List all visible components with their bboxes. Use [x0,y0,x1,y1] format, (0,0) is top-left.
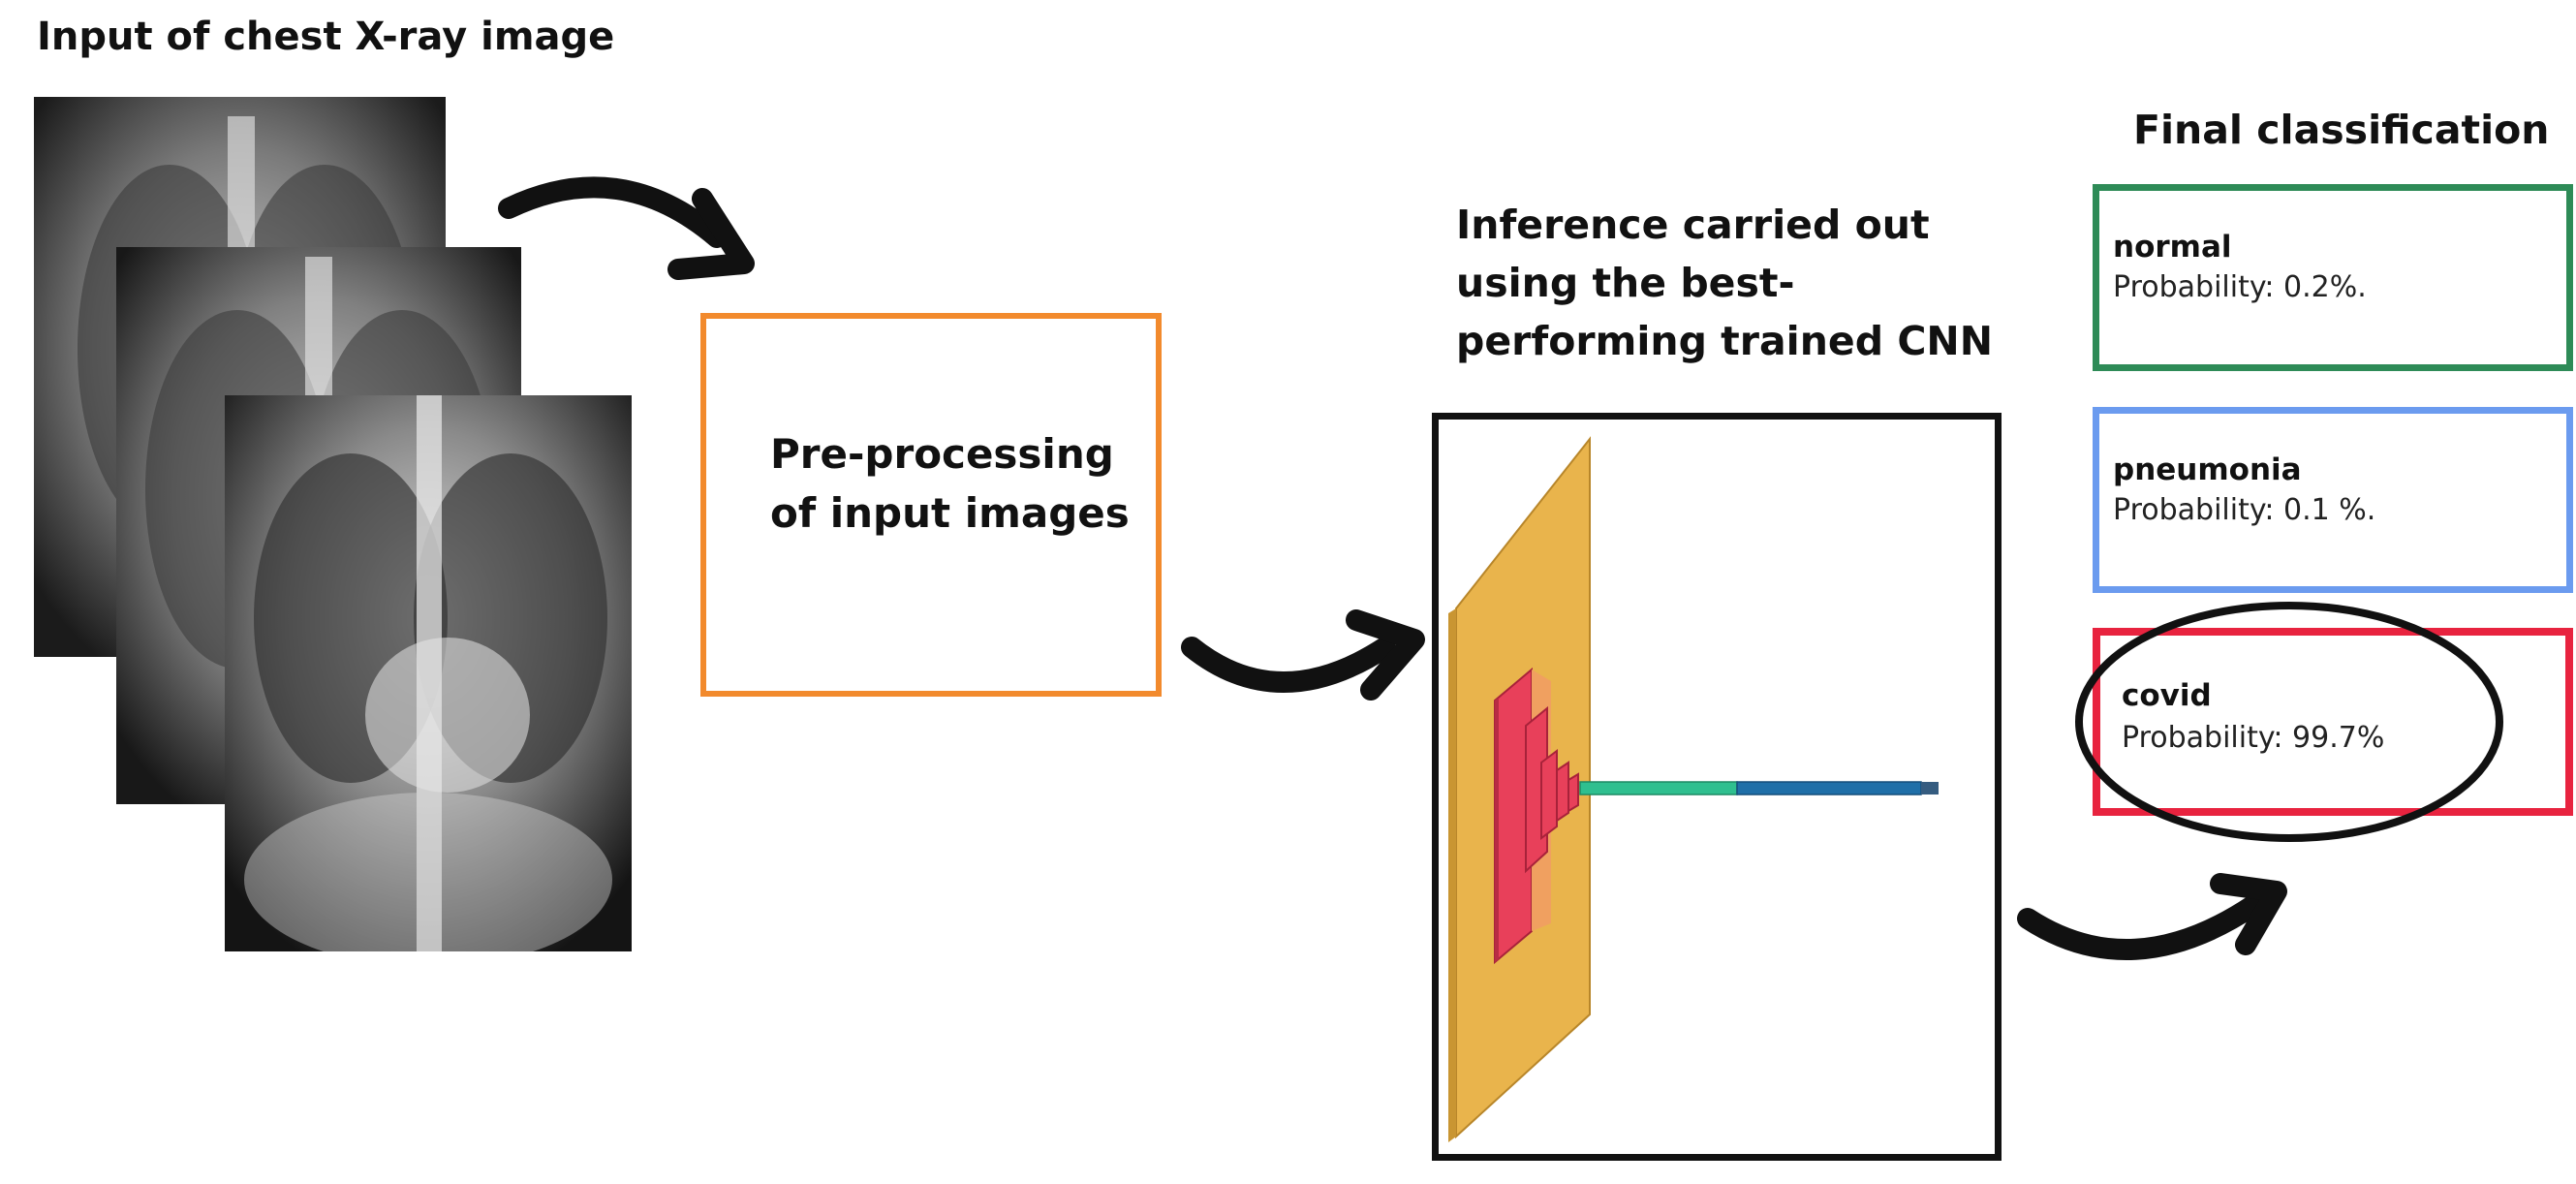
cnn-title-line3: performing trained CNN [1456,318,1994,364]
curved-arrow-head-icon [667,188,755,280]
cnn-output-layer [1921,782,1939,795]
class-covid-probability: Probability: 99.7% [2122,721,2385,755]
curved-arrow-icon [498,176,728,248]
cnn-box [1432,413,2002,1161]
cnn-architecture-diagram [1448,436,1939,1142]
class-normal-probability: Probability: 0.2%. [2113,270,2367,304]
cnn-conv-layer-4 [1556,761,1569,823]
curved-arrow-head-icon [2210,873,2287,955]
class-normal-box: normal Probability: 0.2%. [2093,184,2573,371]
cnn-conv-layer-3 [1540,749,1558,840]
preprocessing-label: Pre-processing of input images [770,424,1130,543]
preprocessing-box [700,313,1162,697]
curved-arrow-head-icon [1346,609,1425,701]
class-normal-name: normal [2113,230,2232,265]
curved-arrow-icon [1181,637,1396,693]
preprocessing-label-line2: of input images [770,489,1130,537]
class-pneumonia-box: pneumonia Probability: 0.1 %. [2093,407,2573,593]
class-covid-box: covid Probability: 99.7% [2093,628,2573,816]
cnn-title-line1: Inference carried out [1456,202,1930,248]
class-covid-name: covid [2122,678,2212,713]
class-pneumonia-probability: Probability: 0.1 %. [2113,493,2376,527]
curved-arrow-icon [2017,895,2263,960]
class-pneumonia-name: pneumonia [2113,452,2302,487]
circle-highlight [2075,602,2503,842]
final-classification-title: Final classification [2133,107,2550,153]
input-title: Input of chest X-ray image [37,15,615,59]
cnn-title: Inference carried out using the best- pe… [1456,196,1999,370]
cnn-title-line2: using the best- [1456,260,1795,306]
chest-xray-image-3 [225,395,632,951]
preprocessing-label-line1: Pre-processing [770,430,1114,478]
cnn-conv-layer-5 [1567,772,1579,813]
